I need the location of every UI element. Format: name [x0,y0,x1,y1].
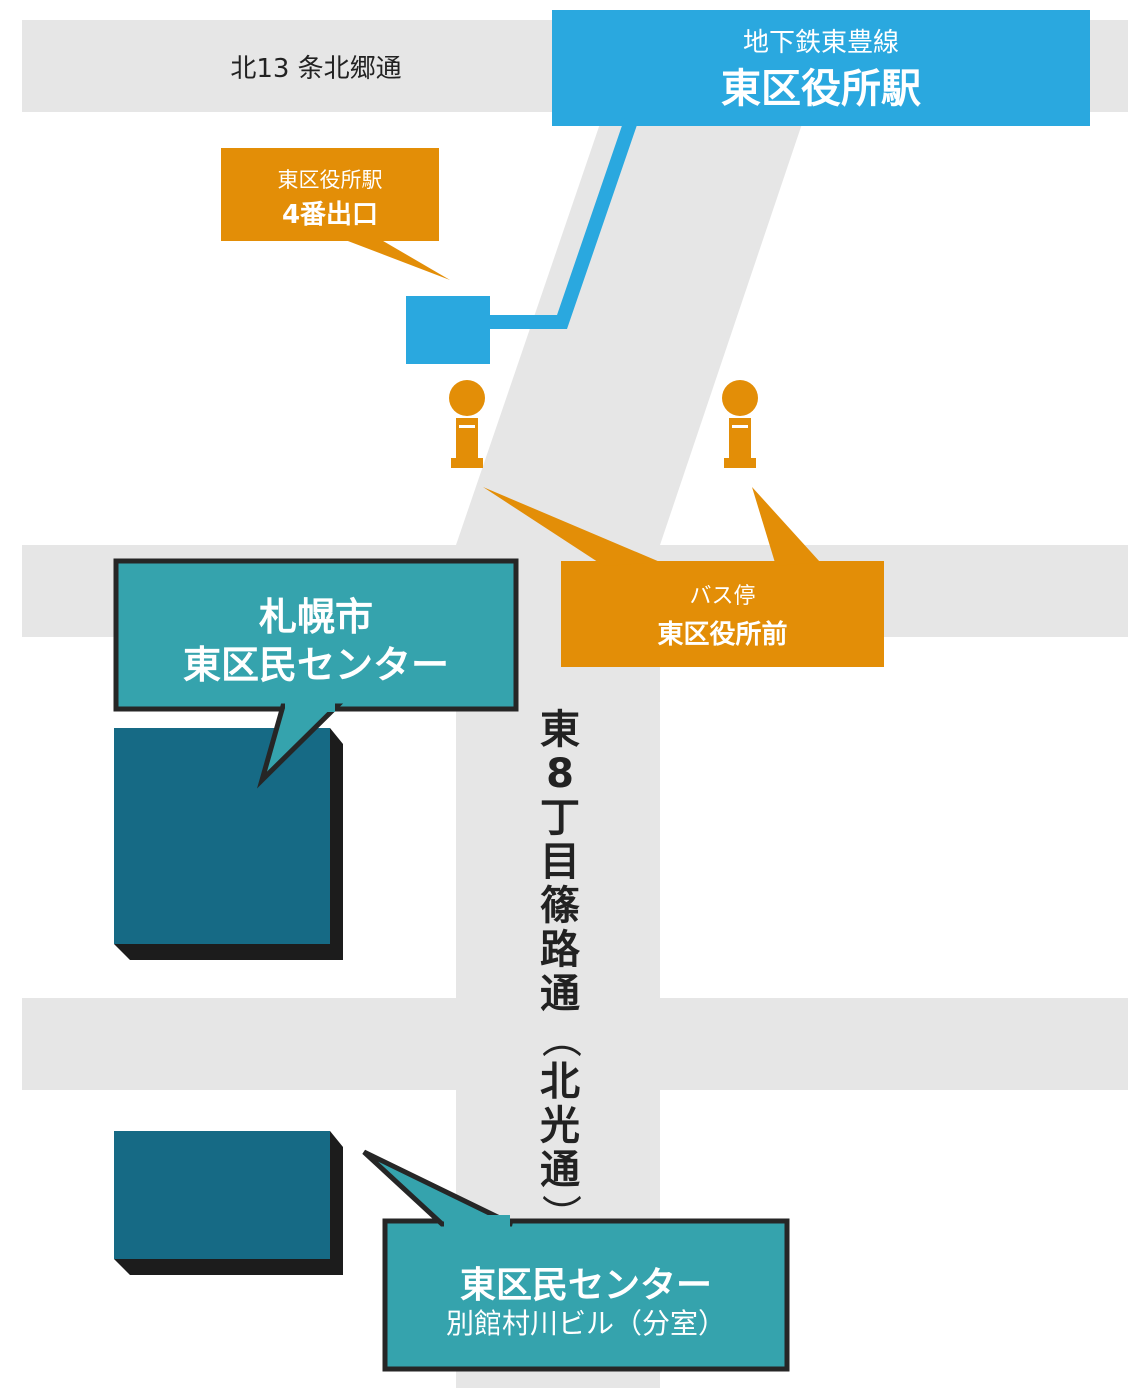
bus-stop-icon [449,380,485,468]
exit-station-name: 東区役所駅 [277,168,383,192]
bus-stop-title: バス停 [689,584,756,609]
street-char: 篠 [540,883,580,929]
subway-passage [488,115,639,329]
street-char: 目 [540,839,580,885]
exit-4-marker [406,296,490,364]
street-char: 東 [540,707,580,753]
street-char: 北 [540,1059,580,1105]
street-char: 光 [540,1103,580,1149]
street-label-north13: 北13 条北郷通 [230,54,402,84]
subway-station-box [552,10,1090,126]
civic-center-callout [113,558,519,789]
annex-callout [362,1149,790,1372]
civic-center-line2: 東区民センター [182,643,449,687]
subway-station-name: 東区役所駅 [721,66,921,112]
bus-stop-icon [722,380,758,468]
bus-stop-name: 東区役所前 [657,620,788,650]
street-label-east8: 東 8 丁 目 篠 路 通 （ 北 光 通 ） [530,708,590,1236]
civic-center-building [114,728,343,960]
street-char: ） [537,1194,583,1234]
street-char: 丁 [540,795,580,841]
bus-stop-callout [483,487,884,667]
annex-building [114,1131,343,1275]
street-char: 8 [546,751,574,797]
annex-line2: 別館村川ビル（分室） [445,1307,726,1340]
subway-line-name: 地下鉄東豊線 [742,28,899,58]
civic-center-line1: 札幌市 [258,595,373,639]
street-char: 通 [540,1147,580,1193]
road-east8-diagonal [456,112,806,545]
exit-callout [221,148,450,280]
exit-number: 4番出口 [281,200,379,230]
street-char: 通 [540,971,580,1017]
street-char: （ [537,1018,583,1058]
street-char: 路 [540,927,580,973]
annex-line1: 東区民センター [459,1265,712,1306]
